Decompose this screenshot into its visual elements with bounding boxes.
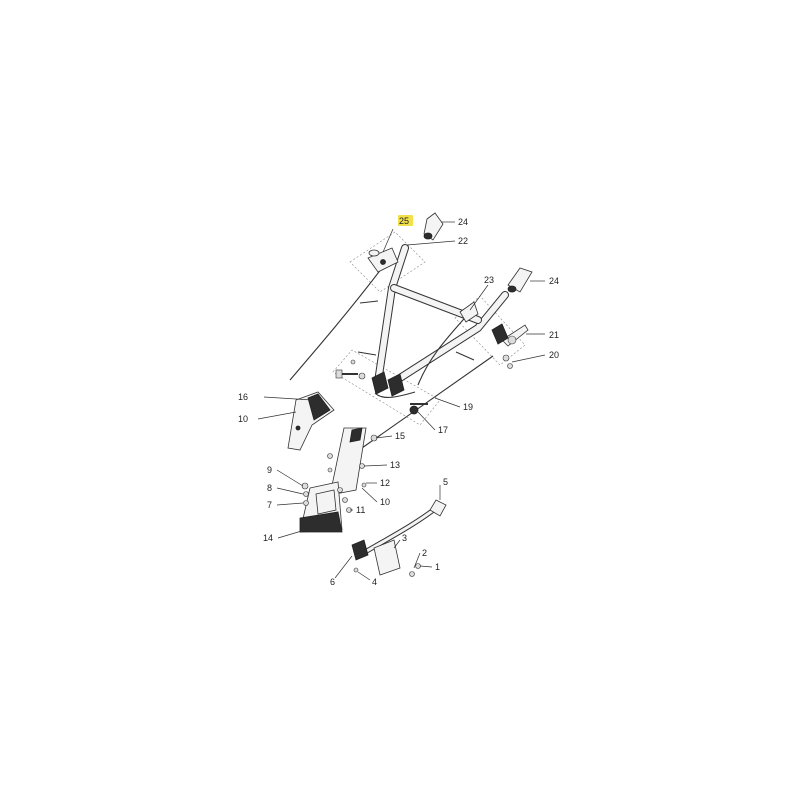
handle-bracket-left — [371, 371, 389, 395]
callout-19: 19 — [463, 402, 473, 412]
callout-12: 12 — [380, 478, 390, 488]
lower-handle-left — [287, 391, 335, 451]
callout-13: 13 — [390, 460, 400, 470]
callout-15: 15 — [395, 431, 405, 441]
callout-20: 20 — [549, 350, 559, 360]
bracket-23 — [459, 301, 479, 323]
bottom-parts — [351, 539, 421, 577]
callout-1: 1 — [435, 562, 440, 572]
callout-23: 23 — [484, 275, 494, 285]
lever-rod — [357, 499, 447, 558]
callout-labels: 25 24 22 24 23 21 20 19 17 16 10 15 13 1… — [238, 216, 559, 587]
control-cable — [289, 267, 383, 381]
callout-22: 22 — [458, 236, 468, 246]
callout-11: 11 — [356, 505, 365, 515]
group-boxes — [332, 231, 526, 426]
callout-14: 14 — [263, 533, 273, 543]
handle-bracket-right — [387, 373, 405, 397]
leader-lines — [257, 221, 546, 581]
callout-16: 16 — [238, 392, 248, 402]
callout-8: 8 — [267, 483, 272, 493]
grip-top — [423, 212, 444, 241]
part-25-highlight — [398, 215, 413, 226]
hardware-left — [301, 453, 333, 506]
callout-9: 9 — [267, 465, 272, 475]
callout-21: 21 — [549, 330, 559, 340]
bolt-group-box — [332, 349, 441, 426]
callout-24-right: 24 — [549, 276, 559, 286]
callout-24-top: 24 — [458, 217, 468, 227]
main-column — [299, 427, 378, 533]
control-group-box — [349, 231, 426, 293]
lever-group-box — [454, 295, 526, 366]
control-unit — [367, 247, 399, 273]
callout-10-right: 10 — [380, 497, 390, 507]
callout-5: 5 — [443, 477, 448, 487]
grip-right — [507, 267, 533, 293]
callout-6: 6 — [330, 577, 335, 587]
callout-10-left: 10 — [238, 414, 248, 424]
lever-assembly — [491, 323, 529, 369]
callout-2: 2 — [422, 548, 427, 558]
callout-7: 7 — [267, 500, 272, 510]
callout-17: 17 — [438, 425, 448, 435]
callout-4: 4 — [372, 577, 377, 587]
callout-3: 3 — [402, 533, 407, 543]
bolt-set-upper — [335, 359, 428, 415]
callout-25: 25 — [399, 216, 409, 226]
upper-handle-frame — [357, 244, 509, 397]
